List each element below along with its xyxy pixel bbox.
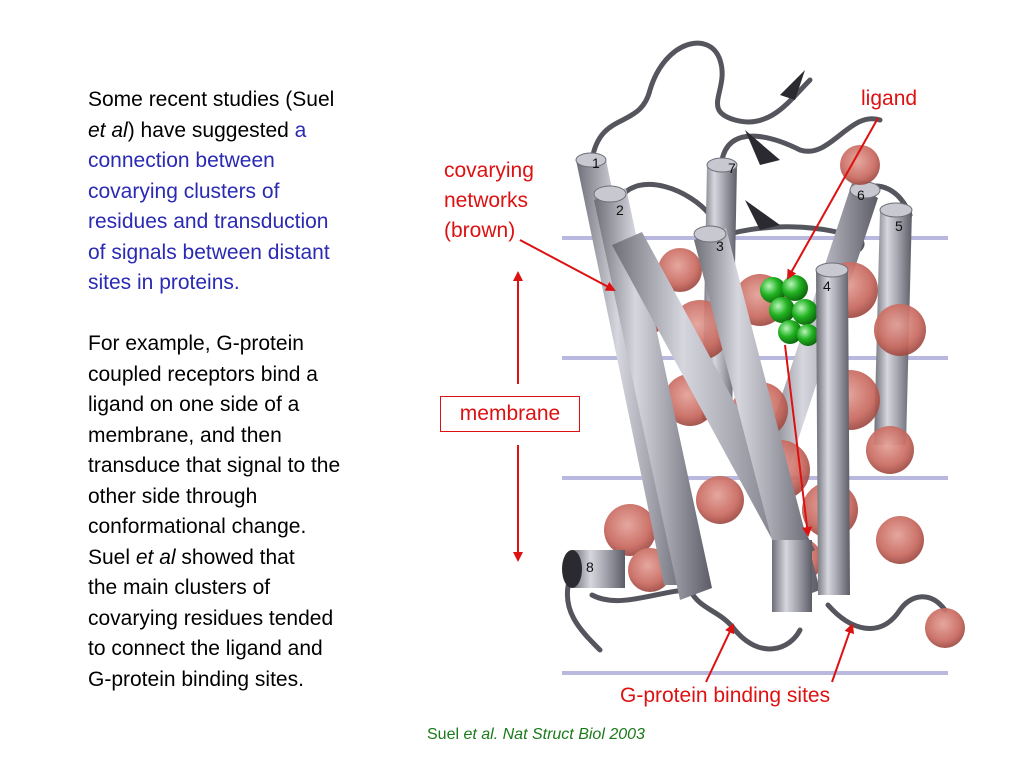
helix-number-5: 5	[895, 218, 903, 234]
loop	[687, 587, 803, 652]
gprotein-label: G-protein binding sites	[620, 684, 831, 707]
ligand-sphere	[778, 320, 802, 344]
example-line: the main clusters of	[88, 576, 271, 599]
beta-strand	[745, 200, 780, 230]
helix-number-4: 4	[823, 278, 831, 294]
intro-line-5: residues and transduction	[88, 210, 329, 233]
intro-line-2-blue: a	[294, 118, 307, 142]
example-line: covarying residues tended	[88, 606, 334, 630]
example-line: coupled receptors bind a	[88, 362, 318, 386]
covarying-label-line: covarying	[444, 159, 534, 182]
helix-3	[693, 225, 820, 602]
example-line: other side through	[88, 484, 258, 508]
intro-line-2: ) have suggested	[127, 118, 289, 142]
example-line: ligand on one side of a	[88, 393, 300, 416]
covarying-arrow	[519, 239, 616, 291]
intro-line-7: sites in proteins.	[88, 271, 240, 294]
beta-strand	[780, 70, 805, 100]
example-line: conformational change.	[88, 515, 307, 538]
helix-4	[815, 262, 850, 595]
ligand-sphere	[760, 277, 786, 303]
citation-prefix: Suel	[427, 726, 460, 743]
gprotein-arrow-left	[705, 623, 735, 683]
helix-number-6: 6	[857, 187, 865, 203]
network-blob	[925, 608, 965, 648]
network-blob	[874, 304, 926, 356]
example-line: transduce that signal to the	[88, 454, 341, 477]
suel-prefix: Suel	[88, 545, 131, 569]
network-blob	[876, 516, 924, 564]
paragraph-example: For example, G-protein coupled receptors…	[88, 329, 340, 695]
network-blob	[658, 248, 702, 292]
helix-number-1: 1	[592, 155, 600, 171]
helix-number-3: 3	[716, 238, 724, 254]
covarying-label-line: networks	[444, 189, 529, 212]
loop	[589, 587, 693, 604]
helix-bottom	[772, 540, 812, 612]
example-line: For example, G-protein	[88, 332, 304, 355]
ligand-sphere	[769, 297, 795, 323]
ligand-sphere	[782, 275, 808, 301]
helix-number-7: 7	[728, 160, 736, 176]
loop	[589, 40, 813, 163]
ligand-arrow	[787, 117, 879, 280]
example-line: membrane, and then	[88, 423, 282, 447]
beta-strand	[745, 130, 780, 165]
helix-2	[593, 185, 712, 600]
ligand-sphere	[797, 324, 819, 346]
loop	[825, 594, 948, 631]
intro-line-3: connection between	[88, 149, 275, 172]
example-line: G-protein binding sites.	[88, 667, 304, 691]
network-blob	[604, 504, 656, 556]
network-blob	[840, 145, 880, 185]
helix-8	[562, 550, 625, 588]
paragraph-intro: Some recent studies (Suel et al) have su…	[88, 85, 334, 299]
loop	[719, 116, 883, 163]
network-blob	[866, 426, 914, 474]
ligand-label: ligand	[861, 87, 918, 110]
gprotein-arrow-right	[831, 623, 855, 683]
ligand-spheres	[760, 275, 819, 346]
network-blob	[696, 476, 744, 524]
intro-line-6: of signals between distant	[88, 240, 330, 264]
citation-italic: et al. Nat Struct Biol 2003	[463, 726, 645, 743]
covarying-label-line: (brown)	[444, 219, 516, 242]
ligand-to-gprotein-arrow	[784, 344, 813, 537]
example-line: to connect the ligand and	[88, 637, 323, 660]
loop	[564, 575, 603, 653]
ligand-sphere	[792, 299, 818, 325]
intro-line-1: Some recent studies (Suel	[88, 88, 335, 111]
citation: Suel et al. Nat Struct Biol 2003	[427, 726, 645, 744]
covarying-label: covarying networks (brown)	[444, 156, 534, 246]
helix-number-2: 2	[616, 202, 624, 218]
intro-line-4: covarying clusters of	[88, 179, 280, 203]
suel-et-al: et al	[135, 545, 176, 569]
membrane-label: membrane	[440, 396, 580, 432]
loop	[617, 181, 713, 218]
suel-rest: showed that	[181, 545, 295, 569]
intro-et-al: et al	[88, 118, 128, 142]
helix-number-8: 8	[586, 559, 594, 575]
